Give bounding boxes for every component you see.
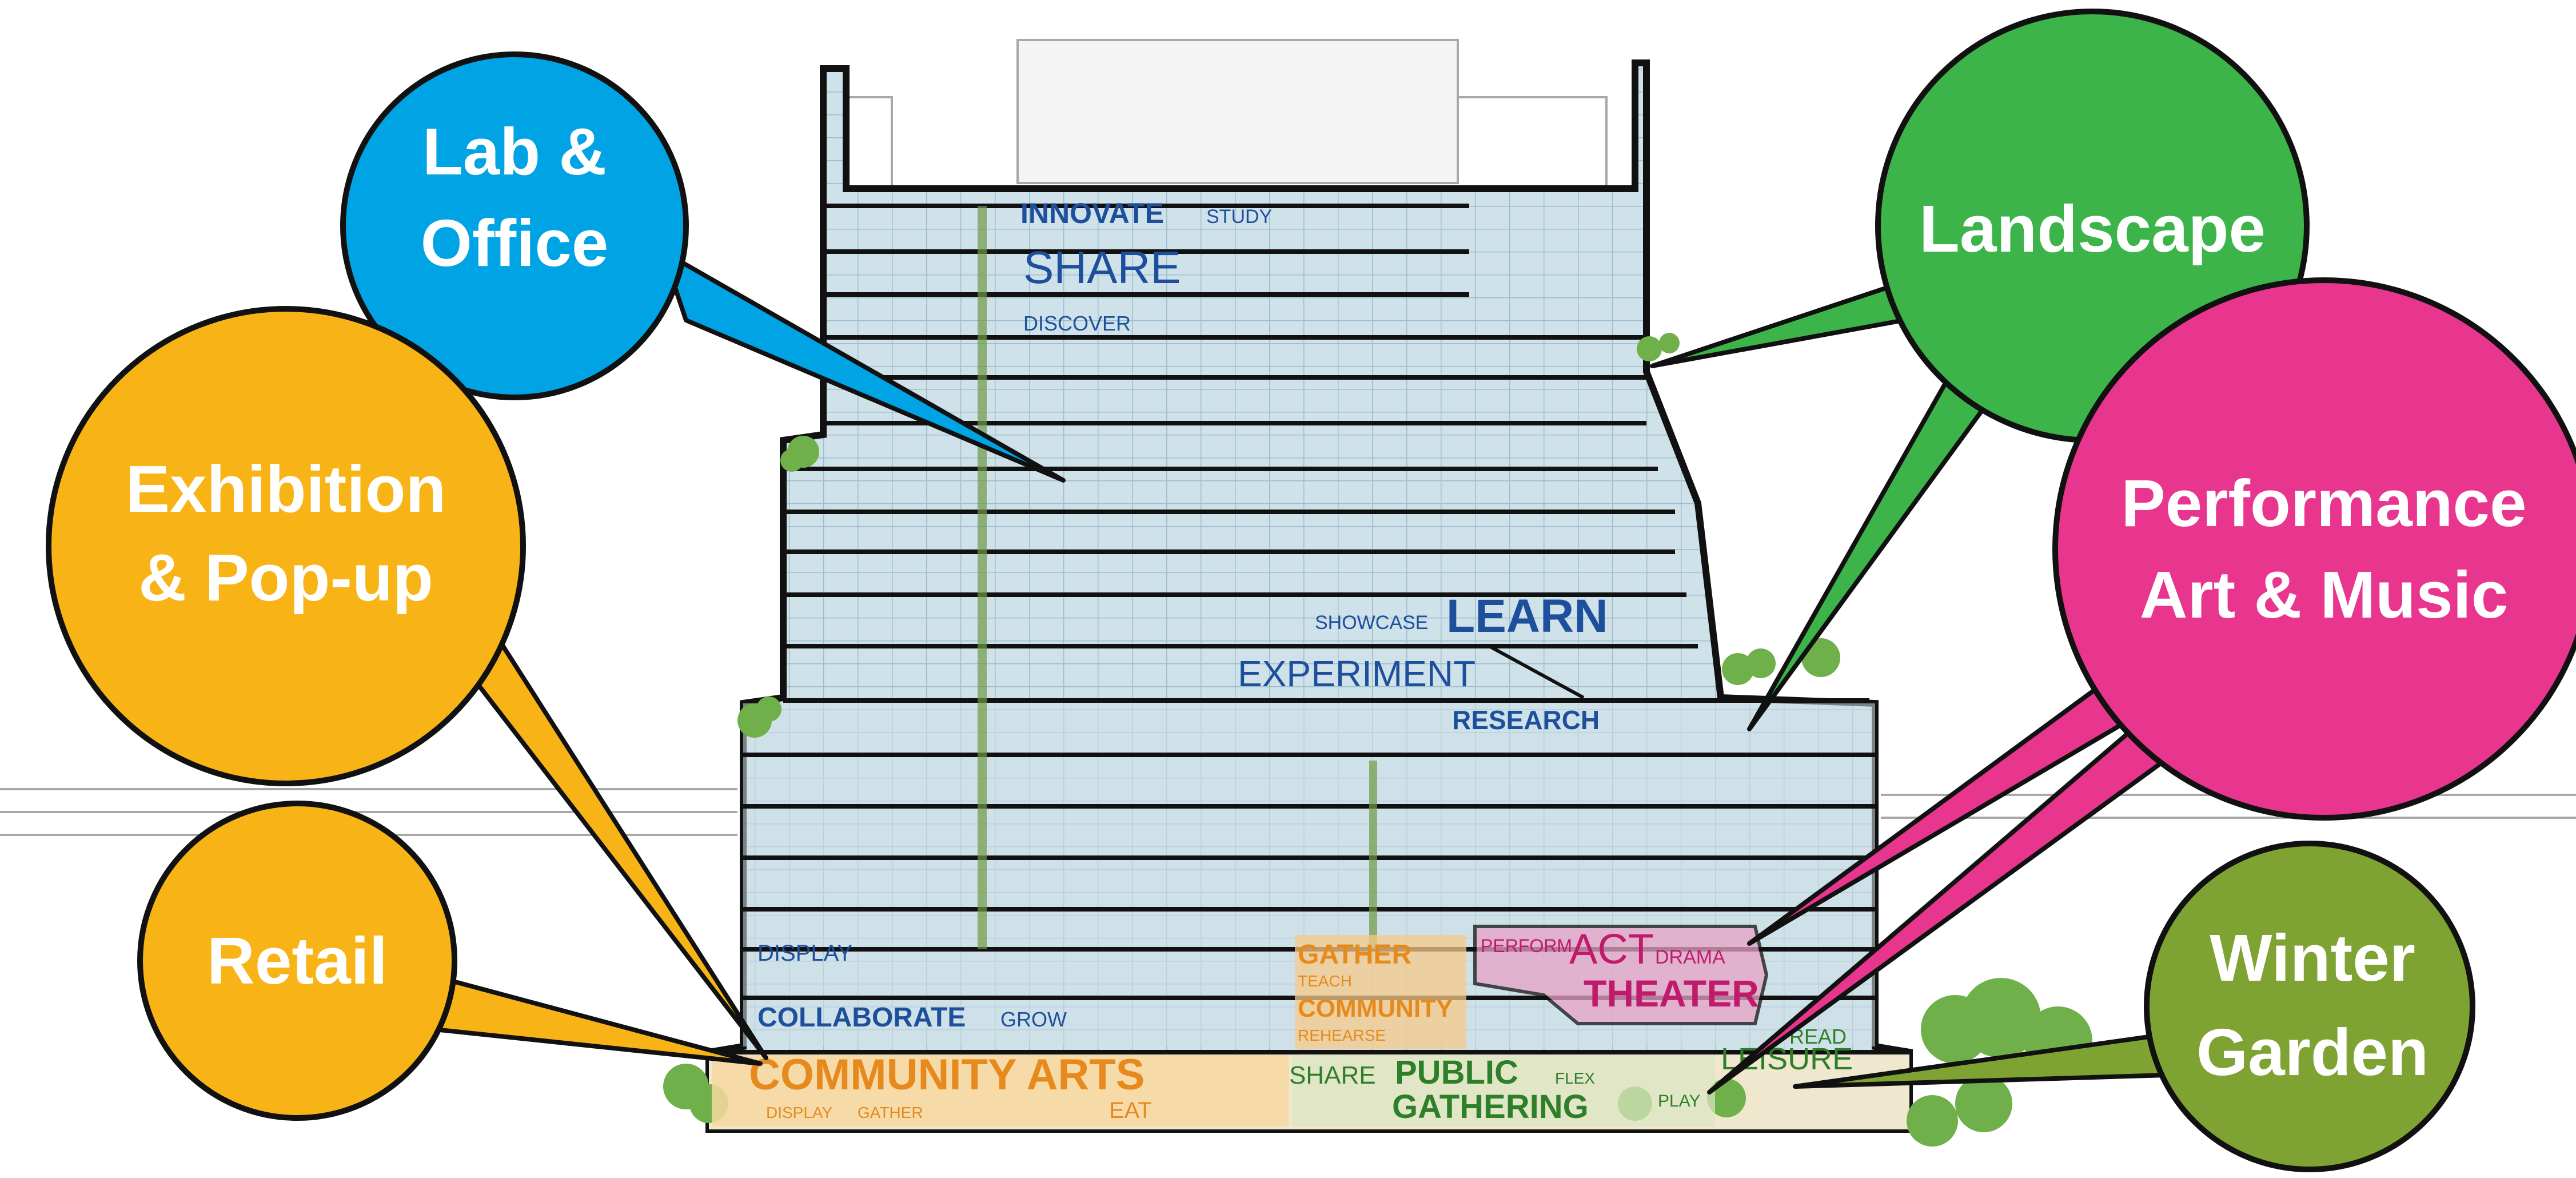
winter-garden-label-1: Winter: [2210, 921, 2415, 995]
performance-label-2: Art & Music: [2140, 558, 2509, 632]
word-community: COMMUNITY: [1298, 994, 1453, 1022]
word-public: PUBLIC: [1395, 1054, 1518, 1091]
word-research: RESEARCH: [1452, 705, 1600, 735]
program-words: INNOVATE STUDY SHARE DISCOVER SHOWCASE L…: [749, 197, 1853, 1125]
performance-label-1: Performance: [2121, 466, 2526, 540]
floor-lines: [709, 204, 1909, 1054]
winter-garden-label-2: Garden: [2196, 1015, 2429, 1089]
word-innovate: INNOVATE: [1020, 197, 1164, 229]
landscape-pointer-2: [1747, 364, 1992, 731]
callout-lab-office: Lab & Office: [340, 51, 689, 400]
word-showcase: SHOWCASE: [1315, 612, 1428, 634]
lab-office-label-1: Lab &: [422, 114, 607, 189]
word-collaborate: COLLABORATE: [757, 1002, 966, 1033]
callout-performance: Performance Art & Music: [2052, 277, 2576, 821]
retail-label: Retail: [207, 924, 388, 998]
community-arts-zone: [712, 1055, 1289, 1127]
word-experiment: EXPERIMENT: [1238, 653, 1476, 694]
word-drama: DRAMA: [1655, 946, 1725, 968]
retail-bubble: [137, 801, 457, 1121]
public-gathering-zone: [1292, 1055, 1715, 1127]
word-gather-low: GATHER: [858, 1104, 923, 1121]
word-gathering: GATHERING: [1392, 1088, 1589, 1125]
word-perform: PERFORM: [1481, 936, 1572, 956]
word-display-mid: DISPLAY: [757, 941, 852, 966]
research-slab-line: [1488, 644, 1585, 699]
word-gather: GATHER: [1298, 940, 1411, 970]
word-play: PLAY: [1658, 1092, 1701, 1111]
callout-winter-garden: Winter Garden: [2144, 841, 2475, 1172]
lab-office-bubble: [340, 51, 689, 400]
winter-garden-bubble: [2144, 841, 2475, 1172]
green-core: [978, 206, 1377, 949]
word-share-low: SHARE: [1289, 1061, 1376, 1089]
word-rehearse: REHEARSE: [1298, 1026, 1386, 1044]
word-grow: GROW: [1000, 1008, 1067, 1031]
word-share-top: SHARE: [1023, 242, 1181, 293]
word-study: STUDY: [1206, 206, 1272, 228]
callout-pointers: [432, 249, 2175, 1095]
word-act: ACT: [1569, 925, 1654, 973]
word-eat: EAT: [1109, 1098, 1152, 1123]
landscape-label: Landscape: [1919, 192, 2266, 266]
word-theater: THEATER: [1584, 972, 1759, 1014]
gather-zone: [1295, 935, 1466, 1049]
theater-zone: [1473, 925, 1769, 1025]
landscape-pointer: [1650, 284, 1906, 368]
word-learn: LEARN: [1446, 590, 1608, 642]
program-overlays: [712, 925, 1769, 1127]
word-community-arts: COMMUNITY ARTS: [749, 1050, 1145, 1099]
lab-office-label-2: Office: [421, 206, 609, 280]
performance-bubble: [2052, 277, 2576, 821]
callout-retail: Retail: [137, 801, 457, 1121]
word-flex: FLEX: [1555, 1069, 1595, 1087]
exhibition-label-2: & Pop-up: [138, 540, 433, 615]
word-discover: DISCOVER: [1023, 312, 1131, 335]
exhibition-bubble: [46, 306, 526, 786]
exhibition-label-1: Exhibition: [126, 452, 446, 526]
word-display-low: DISPLAY: [766, 1104, 833, 1121]
word-teach: TEACH: [1298, 972, 1352, 990]
callout-exhibition: Exhibition & Pop-up: [46, 306, 526, 786]
